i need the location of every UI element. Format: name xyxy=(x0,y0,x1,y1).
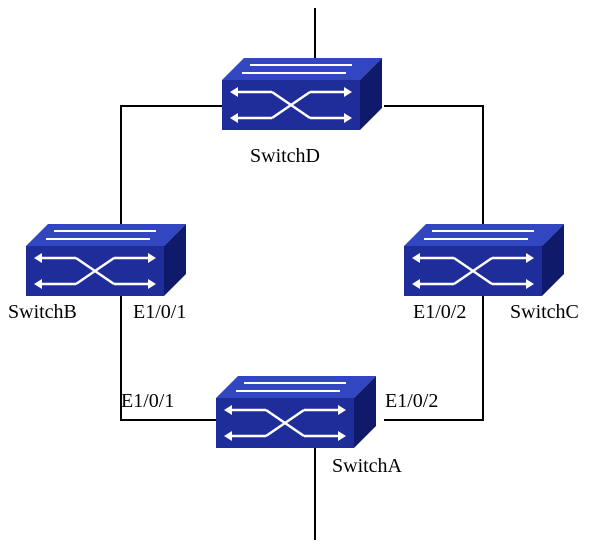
switch-a-label: SwitchA xyxy=(332,455,403,477)
switch-a-icon[interactable] xyxy=(216,376,376,448)
switch-c-label: SwitchC xyxy=(510,301,579,323)
link-d-c xyxy=(384,105,484,238)
links xyxy=(120,8,484,540)
switch-c-port-label: E1/0/2 xyxy=(413,301,466,323)
switch-b-port-label: E1/0/1 xyxy=(133,301,186,323)
switch-c-icon[interactable] xyxy=(404,224,564,296)
switch-b-label: SwitchB xyxy=(8,301,77,323)
switch-a-port-left-label: E1/0/1 xyxy=(121,390,174,412)
link-d-b xyxy=(120,105,222,238)
switch-a-port-right-label: E1/0/2 xyxy=(385,390,438,412)
switch-b-icon[interactable] xyxy=(26,224,186,296)
link-b-a xyxy=(120,296,218,421)
link-c-a xyxy=(384,296,484,421)
switch-d-label: SwitchD xyxy=(250,145,320,167)
switch-d-icon[interactable] xyxy=(222,58,382,130)
